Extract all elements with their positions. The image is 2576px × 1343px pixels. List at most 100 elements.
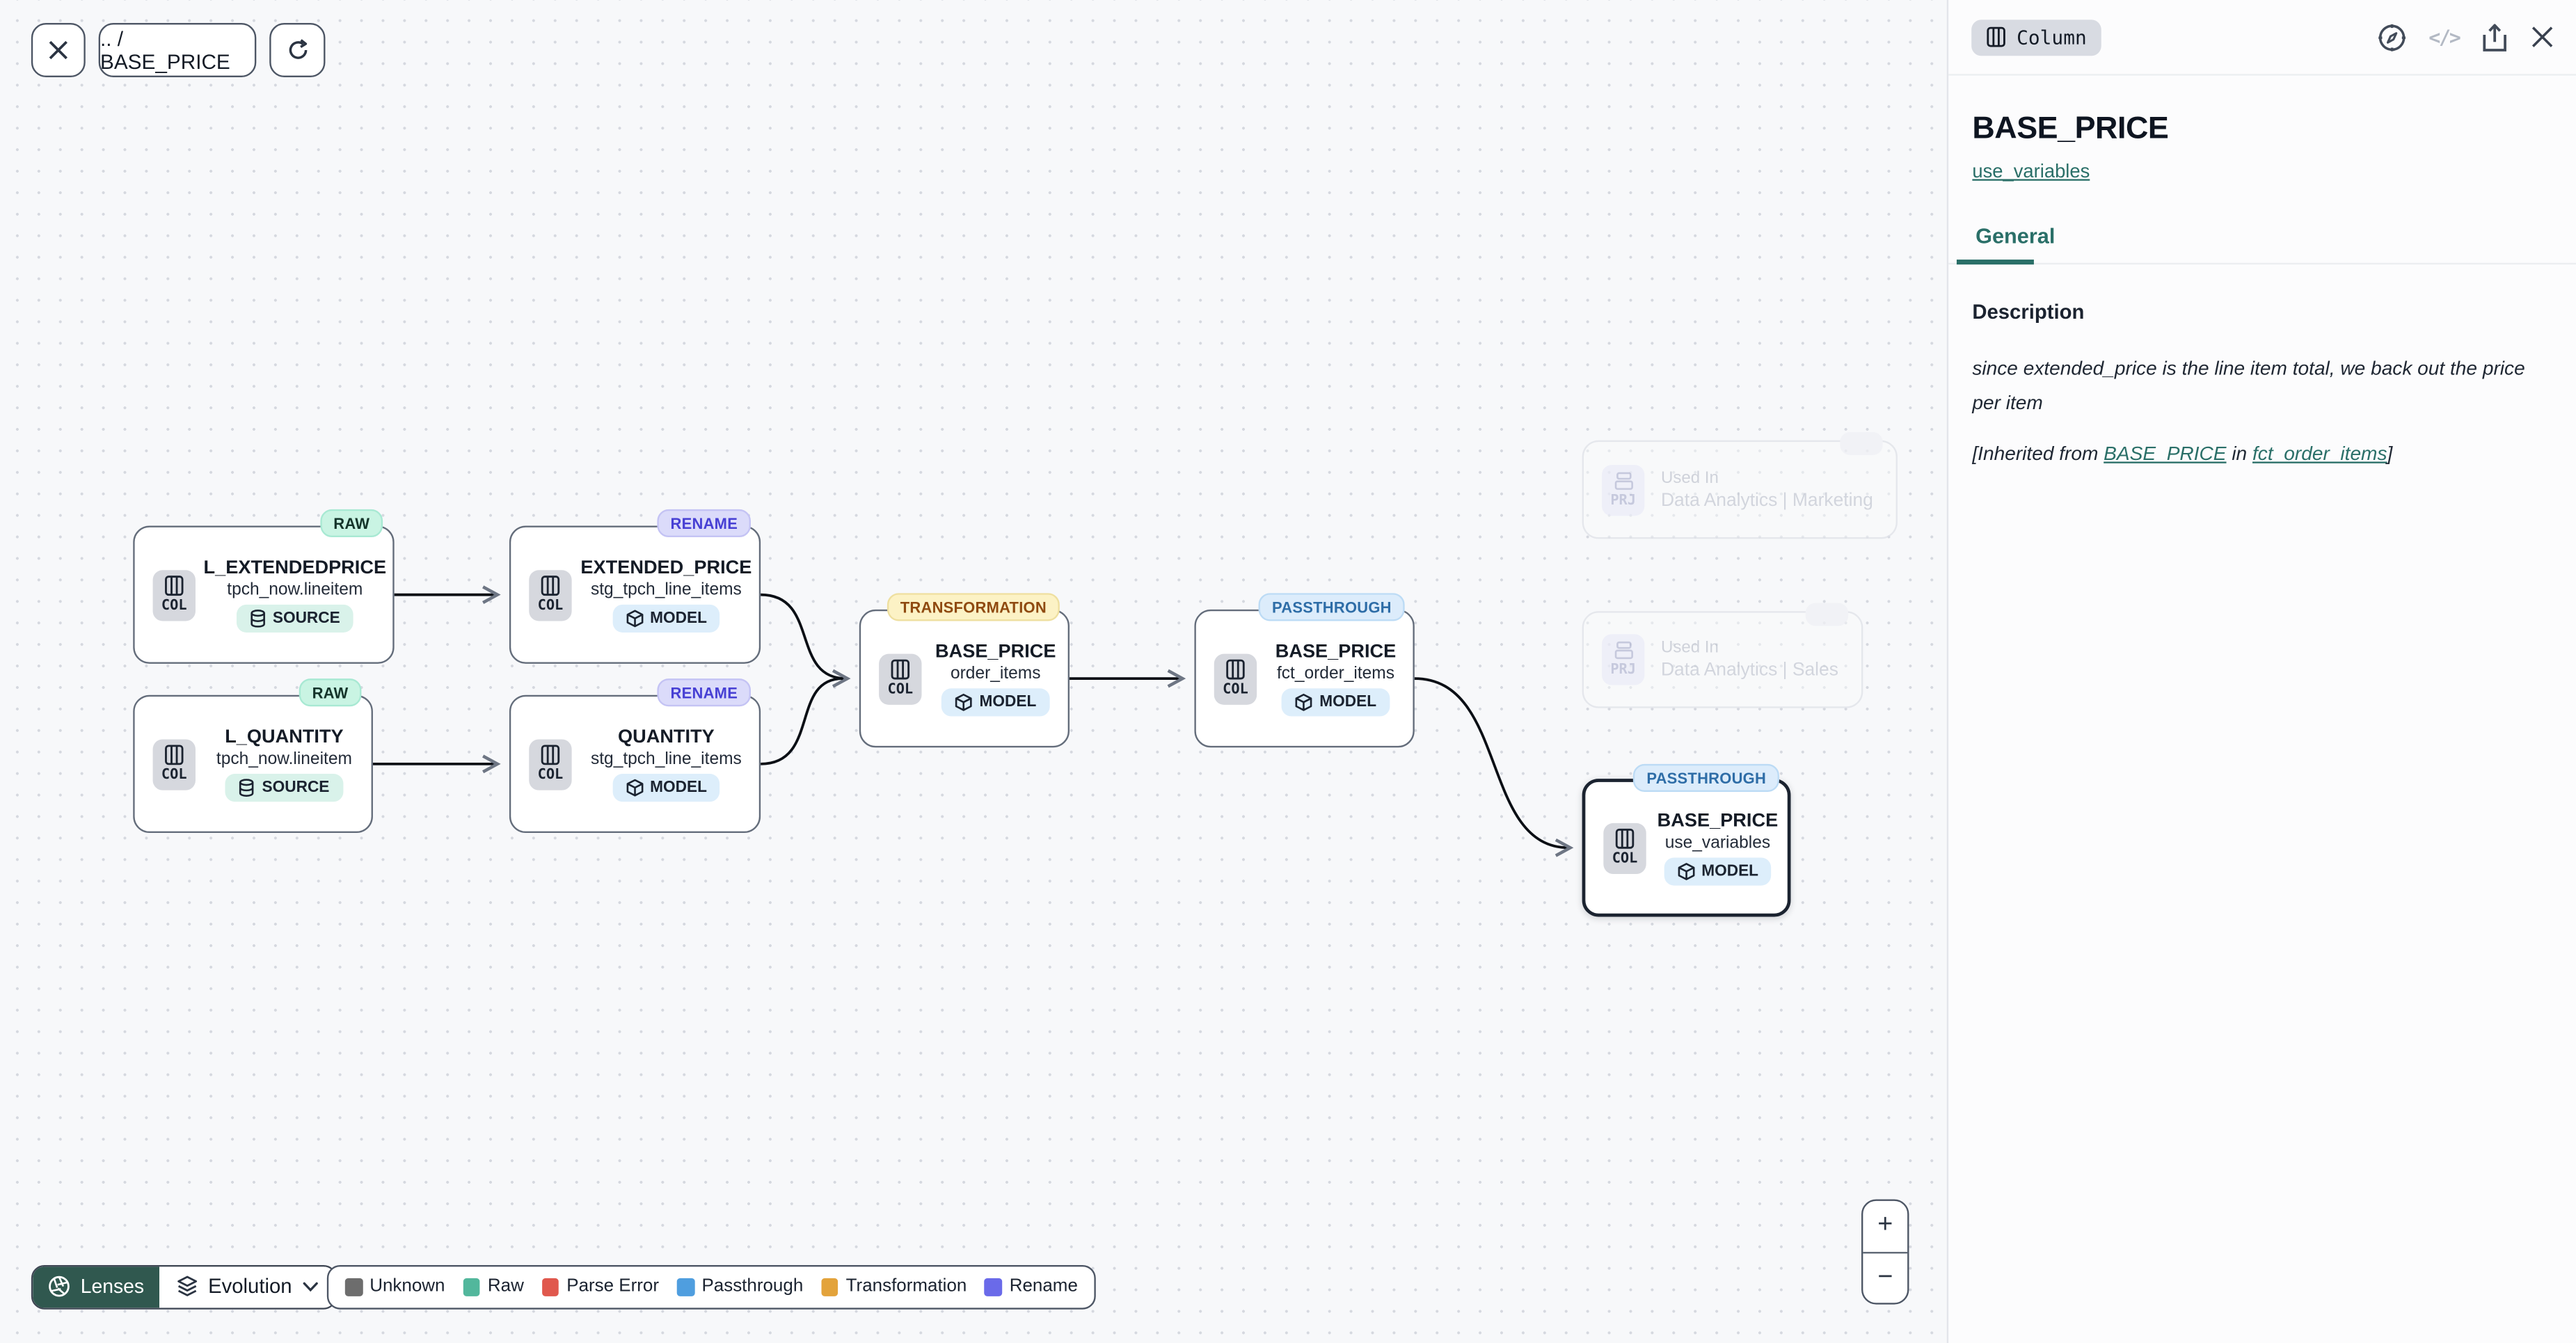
explore-compass-button[interactable] — [2378, 22, 2407, 51]
node-subtitle: tpch_now.lineitem — [216, 750, 352, 769]
legend-swatch-raw — [463, 1278, 481, 1296]
chip-label: COL — [161, 598, 187, 615]
lens-mode-select[interactable]: Evolution — [159, 1266, 335, 1308]
lineage-canvas[interactable]: .. / BASE_PRICE PRJ Used In Data Analyti… — [0, 0, 1946, 1343]
description-text: since extended_price is the line item to… — [1972, 356, 2525, 414]
tab-active-indicator — [1955, 260, 2033, 265]
legend-item-unknown: Unknown — [344, 1277, 445, 1297]
tab-general[interactable]: General — [1975, 223, 2056, 248]
lens-badge: RENAME — [657, 509, 751, 538]
view-code-button[interactable]: </> — [2428, 25, 2460, 49]
legend-label: Transformation — [845, 1277, 967, 1297]
node-title: L_EXTENDEDPRICE — [203, 557, 387, 578]
lens-mode-value: Evolution — [208, 1275, 292, 1298]
share-button[interactable] — [2481, 22, 2509, 51]
node-title: BASE_PRICE — [1275, 641, 1397, 662]
column-chip: COL — [529, 738, 572, 790]
type-label: SOURCE — [262, 777, 330, 796]
chevron-down-icon — [302, 1282, 318, 1292]
aperture-icon — [49, 1276, 70, 1298]
legend-swatch-transformation — [821, 1278, 839, 1296]
column-chip: COL — [152, 738, 196, 790]
legend-item-passthrough: Passthrough — [677, 1277, 803, 1296]
ghost-used-in-label: Used In — [1660, 639, 1719, 658]
node-extended-price[interactable]: RENAME COL EXTENDED_PRICE stg_tpch_line_… — [509, 509, 761, 664]
description-section: Description since extended_price is the … — [1948, 264, 2576, 464]
column-chip: COL — [1603, 822, 1646, 873]
project-chip: PRJ — [1601, 634, 1645, 685]
close-panel-button[interactable] — [2530, 24, 2554, 49]
node-base-price-fct-order-items[interactable]: PASSTHROUGH COL BASE_PRICE fct_order_ite… — [1194, 593, 1415, 748]
node-title: EXTENDED_PRICE — [580, 557, 752, 578]
node-quantity[interactable]: RENAME COL QUANTITY stg_tpch_line_items … — [509, 678, 761, 834]
breadcrumb-label: .. / BASE_PRICE — [100, 26, 230, 74]
lens-legend: Unknown Raw Parse Error Passthrough Tran… — [326, 1264, 1096, 1309]
ghost-used-in-label: Used In — [1660, 469, 1719, 488]
inherited-model-link[interactable]: fct_order_items — [2252, 441, 2387, 465]
inherited-note: [Inherited from BASE_PRICE in fct_order_… — [1972, 441, 2543, 464]
chip-label: COL — [161, 767, 187, 784]
lens-badge: TRANSFORMATION — [887, 593, 1060, 621]
column-icon — [1986, 26, 2005, 47]
close-icon — [49, 40, 67, 60]
lenses-button[interactable]: Lenses — [33, 1266, 159, 1308]
ghost-project-name: Data Analytics | Sales — [1660, 660, 1838, 681]
type-badge: SOURCE — [236, 603, 353, 632]
legend-label: Rename — [1009, 1277, 1078, 1297]
column-chip: COL — [879, 653, 922, 704]
legend-swatch-rename — [985, 1278, 1003, 1296]
project-chip: PRJ — [1601, 463, 1645, 516]
chip-label: COL — [1612, 850, 1638, 868]
share-icon — [2483, 23, 2506, 51]
refresh-button[interactable] — [269, 23, 326, 77]
node-subtitle: order_items — [950, 665, 1041, 684]
node-base-price-use-variables-selected[interactable]: PASSTHROUGH COL BASE_PRICE use_variables… — [1582, 763, 1791, 917]
node-subtitle: tpch_now.lineitem — [227, 581, 363, 600]
inherited-suffix: ] — [2387, 441, 2393, 465]
column-icon — [891, 659, 910, 680]
chip-label: COL — [537, 767, 564, 784]
type-badge: MODEL — [1663, 857, 1772, 885]
node-title: QUANTITY — [617, 726, 715, 747]
zoom-in-button[interactable]: + — [1863, 1201, 1908, 1253]
node-title: L_QUANTITY — [225, 726, 344, 747]
type-label: MODEL — [650, 777, 708, 796]
ghost-badge — [1805, 603, 1849, 626]
panel-tabs: General — [1947, 222, 2576, 265]
column-chip: COL — [152, 569, 196, 621]
breadcrumb[interactable]: .. / BASE_PRICE — [98, 23, 257, 77]
compass-icon — [2378, 23, 2406, 51]
legend-label: Passthrough — [701, 1277, 804, 1297]
ghost-node-marketing: PRJ Used In Data Analytics | Marketing — [1582, 431, 1898, 539]
ghost-project-name: Data Analytics | Marketing — [1660, 490, 1873, 511]
type-label: MODEL — [1701, 861, 1759, 880]
type-badge: MODEL — [1281, 688, 1390, 716]
page-title: BASE_PRICE — [1972, 111, 2169, 147]
inherited-infix: in — [2226, 441, 2253, 465]
node-l-extendedprice[interactable]: RAW COL L_EXTENDEDPRICE tpch_now.lineite… — [133, 509, 395, 664]
node-subtitle: use_variables — [1664, 834, 1771, 853]
zoom-controls: + − — [1861, 1199, 1909, 1305]
inherited-column-link[interactable]: BASE_PRICE — [2104, 441, 2227, 465]
legend-label: Raw — [487, 1277, 524, 1297]
legend-swatch-passthrough — [677, 1278, 694, 1296]
model-cube-icon — [1295, 692, 1312, 710]
column-icon — [1615, 828, 1635, 849]
zoom-out-button[interactable]: − — [1877, 1263, 1893, 1292]
chip-label: COL — [887, 681, 914, 699]
node-l-quantity[interactable]: RAW COL L_QUANTITY tpch_now.lineitem SOU… — [133, 678, 373, 834]
legend-item-transformation: Transformation — [821, 1277, 967, 1296]
type-label: SOURCE — [272, 608, 340, 627]
project-icon — [1614, 641, 1632, 660]
description-label: Description — [1972, 301, 2085, 324]
close-canvas-button[interactable] — [31, 23, 86, 77]
legend-item-parse-error: Parse Error — [541, 1277, 660, 1297]
entity-type-label: Column — [2017, 25, 2087, 49]
legend-label: Unknown — [369, 1277, 445, 1297]
chip-label: PRJ — [1610, 662, 1637, 679]
legend-label: Parse Error — [566, 1277, 660, 1297]
model-link[interactable]: use_variables — [1972, 161, 2090, 183]
node-base-price-order-items[interactable]: TRANSFORMATION COL BASE_PRICE order_item… — [859, 593, 1070, 748]
node-title: BASE_PRICE — [1657, 811, 1779, 831]
